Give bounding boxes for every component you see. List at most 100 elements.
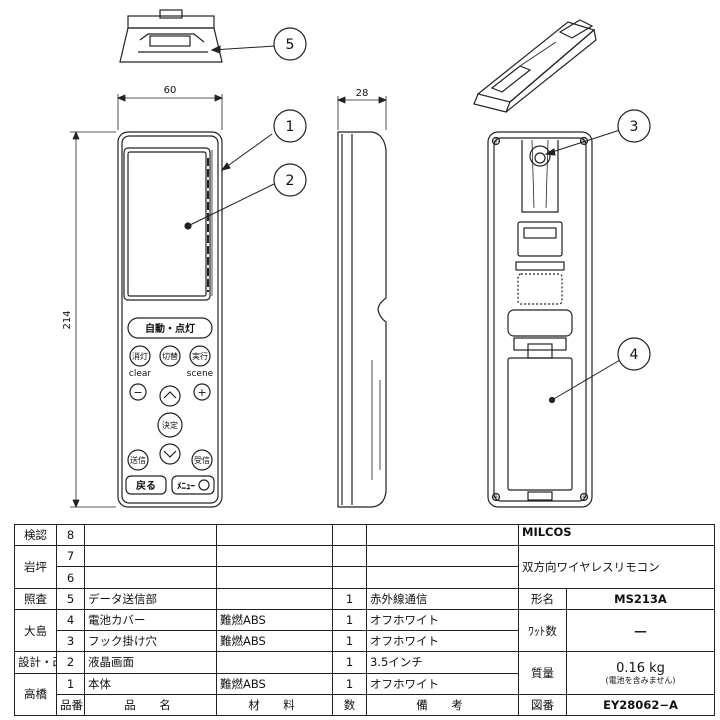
row-no: 1 [56,672,85,695]
row-material [216,587,333,610]
battery-cover [507,357,573,491]
decide-button [157,412,183,438]
side-view [337,131,387,508]
row-no: 6 [56,566,85,589]
row-name [84,545,217,568]
dim-width-label: 60 [164,85,177,96]
parts-table: 検認 8 MILCOS 岩坪 7 双方向ワイヤレスリモコン 6 照査 5 [14,523,715,717]
row-remarks [366,523,519,547]
model-value: MS213A [566,587,715,610]
drawing-no-value: EY28062−A [566,693,715,717]
dimension-depth [336,96,388,130]
row-no: 8 [56,523,85,547]
title-block: 検認 8 MILCOS 岩坪 7 双方向ワイヤレスリモコン 6 照査 5 [14,523,715,717]
send-label: 送信 [130,455,146,465]
front-view [117,131,223,508]
role-oshima: 大島 [14,608,57,653]
role-kenin: 検認 [14,523,57,547]
row-material [216,523,333,547]
plus-label: + [197,386,206,399]
callout-3: 3 [630,119,639,135]
clear-label: clear [129,369,152,379]
drawing-title: 双方向ワイヤレスリモコン [518,545,715,589]
back-button [125,475,167,495]
model-label: 形名 [518,587,567,610]
header-remarks: 備 考 [366,693,519,717]
callout-2: 2 [286,173,295,189]
role-shousa: 照査 [14,587,57,610]
row-qty: 1 [332,672,367,695]
role-sekkei: 設計・改定 [14,651,57,674]
role-iwatsubo: 岩坪 [14,545,57,589]
header-qty: 数 [332,693,367,717]
row-remarks [366,566,519,589]
row-name: 電池カバー [84,608,217,632]
down-button [159,443,181,465]
menu-button [171,475,215,495]
auto-on-button [127,317,213,339]
row-remarks: 3.5インチ [366,651,519,674]
brand-logo: MILCOS [518,523,715,547]
row-material: 難燃ABS [216,672,333,695]
dim-height-label: 214 [62,310,73,329]
technical-drawing: 5 1 2 3 4 60 28 214 自動・点灯 消灯 切替 実行 clear… [62,9,651,509]
dimension-height [70,130,116,509]
off-label: 消灯 [132,351,148,361]
row-material [216,566,333,589]
row-remarks: 赤外線通信 [366,587,519,610]
row-material [216,545,333,568]
row-remarks: オフホワイト [366,608,519,632]
back-view [487,131,593,508]
row-material: 難燃ABS [216,608,333,632]
isometric-view [473,19,597,113]
row-no: 4 [56,608,85,632]
mass-value: 0.16 kg [616,660,665,676]
dim-depth-label: 28 [356,88,369,99]
header-no: 品番 [56,693,85,717]
back-label: 戻る [135,479,156,492]
row-material [216,651,333,674]
mass-label: 質量 [518,651,567,695]
minus-button [129,383,147,401]
lcd-screen [123,147,211,301]
row-no: 7 [56,545,85,568]
receive-label: 受信 [194,455,210,465]
row-no: 3 [56,630,85,653]
row-name: 本体 [84,672,217,695]
top-view [119,9,223,63]
exec-label: 実行 [192,351,208,361]
row-qty [332,523,367,547]
row-qty: 1 [332,630,367,653]
row-remarks [366,545,519,568]
callout-5: 5 [286,37,295,53]
row-name: フック掛け穴 [84,630,217,653]
speaker-grille [517,273,563,305]
row-name: 液晶画面 [84,651,217,674]
up-button [159,385,181,407]
mass-cell: 0.16 kg (電池を含みません) [566,651,715,695]
callout-circles [273,27,651,371]
hook-hole [521,140,559,213]
watt-value: ― [566,608,715,653]
switch-label: 切替 [162,351,178,361]
watt-label: ﾜｯﾄ数 [518,608,567,653]
row-name [84,566,217,589]
row-name: データ送信部 [84,587,217,610]
mass-note: (電池を含みません) [605,675,676,685]
scene-label: scene [187,369,214,379]
send-button [127,449,149,471]
switch-button [159,345,181,367]
row-remarks: オフホワイト [366,630,519,653]
minus-label: − [133,386,142,399]
callout-leaders [187,45,621,401]
row-remarks: オフホワイト [366,672,519,695]
row-qty: 1 [332,587,367,610]
header-name: 品 名 [84,693,217,717]
drawing-no-label: 図番 [518,693,567,717]
callout-4: 4 [630,347,639,363]
exec-scene-button [189,345,211,367]
callout-1: 1 [286,119,295,135]
header-material: 材 料 [216,693,333,717]
role-takahashi: 高橋 [14,672,57,717]
